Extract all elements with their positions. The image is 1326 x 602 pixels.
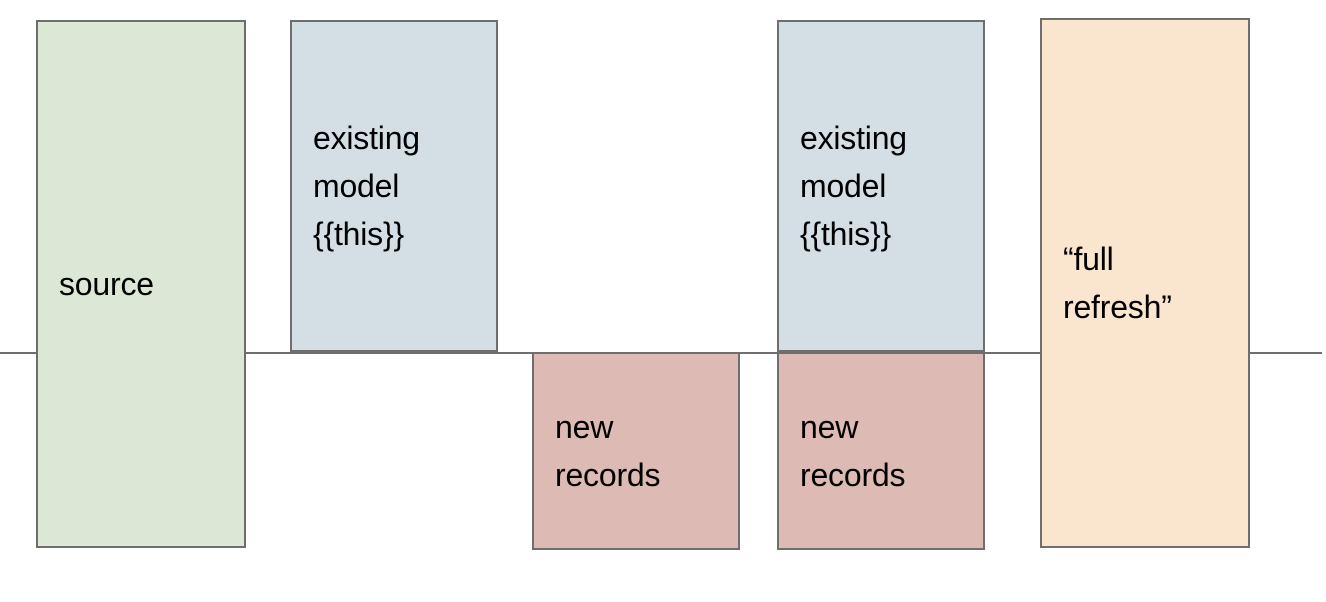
box-existing-model-1[interactable]: existing model {{this}} xyxy=(290,20,498,352)
box-full-refresh[interactable]: “full refresh” xyxy=(1040,18,1250,548)
box-new-records-1-label: new records xyxy=(555,409,661,493)
box-existing-model-2[interactable]: existing model {{this}} xyxy=(777,20,985,352)
box-new-records-1[interactable]: new records xyxy=(532,352,740,550)
box-existing-model-2-label: existing model {{this}} xyxy=(800,120,907,252)
box-source[interactable]: source xyxy=(36,20,246,548)
box-new-records-2-label: new records xyxy=(800,409,906,493)
box-existing-model-1-label: existing model {{this}} xyxy=(313,120,420,252)
box-source-label: source xyxy=(59,266,154,302)
box-full-refresh-label: “full refresh” xyxy=(1063,241,1172,325)
box-new-records-2[interactable]: new records xyxy=(777,352,985,550)
